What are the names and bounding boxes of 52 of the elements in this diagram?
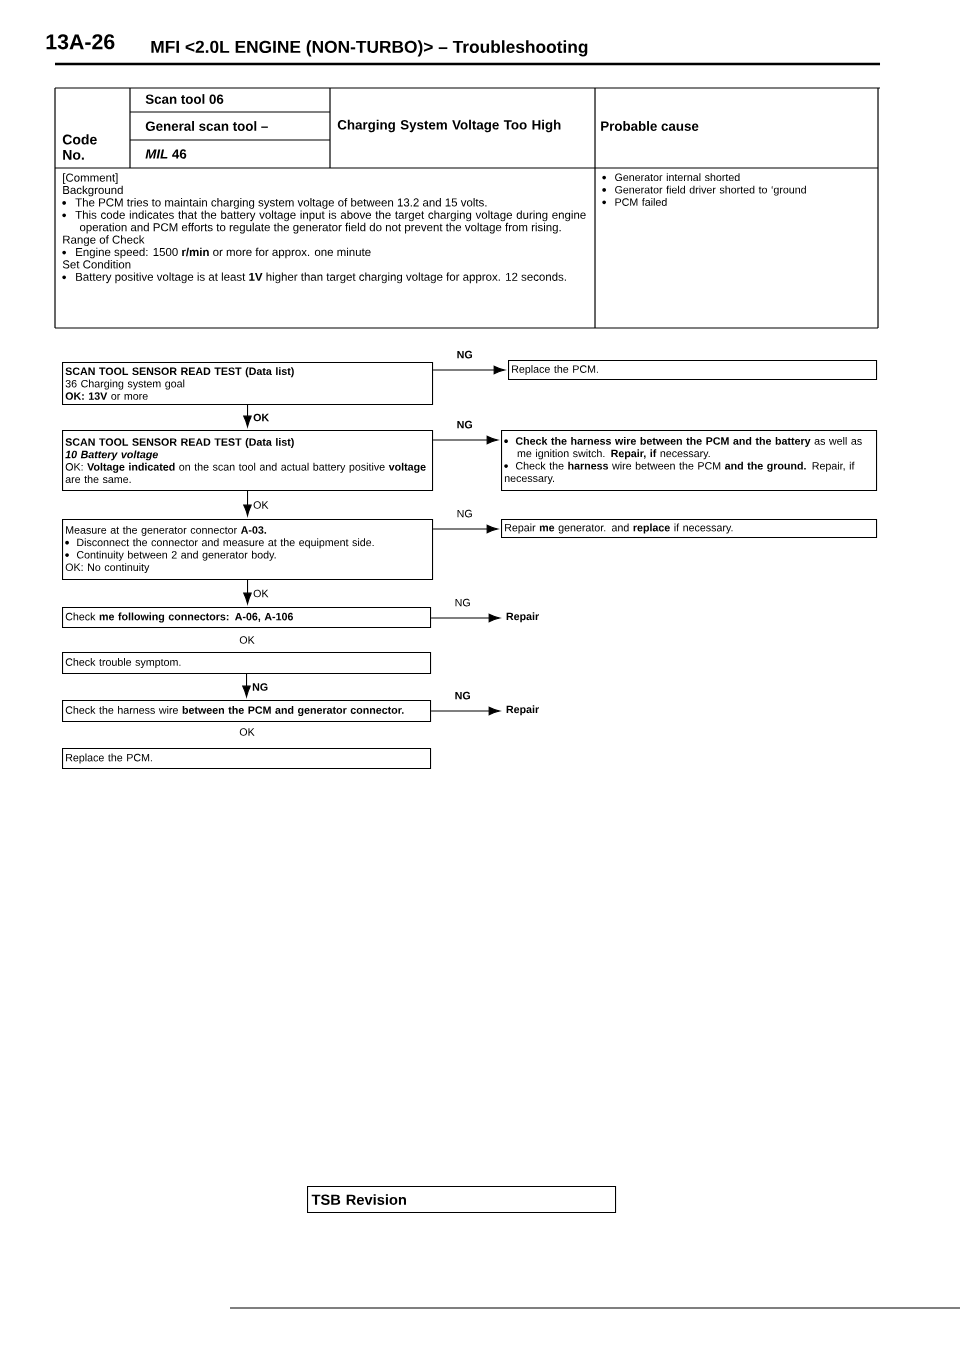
table-heading: Code No. bbox=[62, 134, 97, 160]
page-title: MFI <2.0L ENGINE (NON-TURBO)> – Troubleshooting bbox=[151, 40, 588, 57]
arrow bbox=[486, 524, 499, 534]
process-box: Check the harness wire between the PCM and generator connector. bbox=[62, 700, 432, 723]
edge-label: NG bbox=[455, 598, 470, 607]
arrow bbox=[242, 673, 251, 698]
page-number: 13A-26 bbox=[46, 34, 115, 50]
flow-label: OK bbox=[239, 728, 255, 736]
arrow bbox=[493, 365, 506, 375]
edge-label: NG bbox=[457, 350, 472, 359]
action-box: Repair me generator. and replace if necessary. bbox=[501, 519, 878, 539]
bullet-item: Generator internal shorted bbox=[615, 173, 740, 182]
result-text: Repair bbox=[506, 705, 539, 716]
edge-label: OK bbox=[253, 589, 269, 598]
action-box: Check the harness wire between the PCM and the battery as well as me ignition switch. Repair, if necessary. Check the harness wire between the PCM and the ground. Repair, if necessary. bbox=[501, 430, 878, 492]
bullet-item: Engine speed: 1500 r/min or more for approx. one minute bbox=[76, 247, 371, 259]
comment-text: Set Condition bbox=[62, 260, 131, 269]
flow-label: OK bbox=[239, 636, 255, 644]
process-box: SCAN TOOL SENSOR READ TEST (Data list) 36 Charging system goal OK: 13V or more bbox=[62, 362, 434, 406]
comment-text: Range of Check bbox=[63, 235, 145, 246]
edge-label: NG bbox=[457, 420, 472, 429]
comment-text: [Comment] bbox=[63, 173, 118, 184]
arrow bbox=[243, 579, 252, 605]
process-box: Check me following connectors: A-06, A-106 bbox=[62, 607, 432, 629]
edge-label: NG bbox=[252, 683, 268, 691]
bullet-item: Generator field driver shorted to ‘ground bbox=[615, 185, 806, 196]
table-heading: Probable cause bbox=[601, 121, 699, 131]
table-cell: Scan tool 06 bbox=[145, 94, 224, 104]
table-heading: Charging System Voltage Too High bbox=[337, 119, 561, 133]
bullet-item: PCM failed bbox=[615, 198, 667, 206]
edge-label: NG bbox=[457, 509, 472, 518]
process-box: Measure at the generator connector A-03. Disconnect the connector and measure at the equipment side. Continuity between 2 and generator body. OK: No continuity bbox=[62, 519, 434, 581]
arrow bbox=[488, 706, 501, 716]
process-box: SCAN TOOL SENSOR READ TEST (Data list) 10 Battery voltage OK: Voltage indicated on the scan tool and actual battery positive voltage are the same. bbox=[62, 430, 434, 492]
table-cell: MIL 46 bbox=[145, 149, 187, 159]
bullet-item: Battery positive voltage is at least 1V higher than target charging voltage for approx. 12 seconds. bbox=[76, 272, 566, 284]
comment-text: Background bbox=[63, 185, 123, 197]
process-box: Replace the PCM. bbox=[62, 748, 432, 770]
process-box: Check trouble symptom. bbox=[62, 652, 432, 675]
edge-label: OK bbox=[253, 501, 269, 509]
bullet-item: The PCM tries to maintain charging system voltage of between 13.2 and 15 volts. bbox=[75, 198, 487, 209]
action-box: Replace the PCM. bbox=[508, 360, 878, 381]
arrow bbox=[243, 490, 252, 517]
footer-box: TSB Revision bbox=[307, 1186, 617, 1214]
table-cell: General scan tool – bbox=[145, 121, 268, 131]
edge-label: NG bbox=[455, 691, 470, 700]
edge-label: OK bbox=[253, 413, 270, 422]
bullet-item: This code indicates that the battery voltage input is above the target charging voltage during engine operation and PCM efforts to regulate the generator field do not prevent the voltage from rising. bbox=[75, 210, 586, 234]
arrow bbox=[488, 613, 501, 623]
result-text: Repair bbox=[506, 612, 539, 623]
arrow bbox=[243, 404, 252, 428]
arrow bbox=[486, 435, 499, 445]
